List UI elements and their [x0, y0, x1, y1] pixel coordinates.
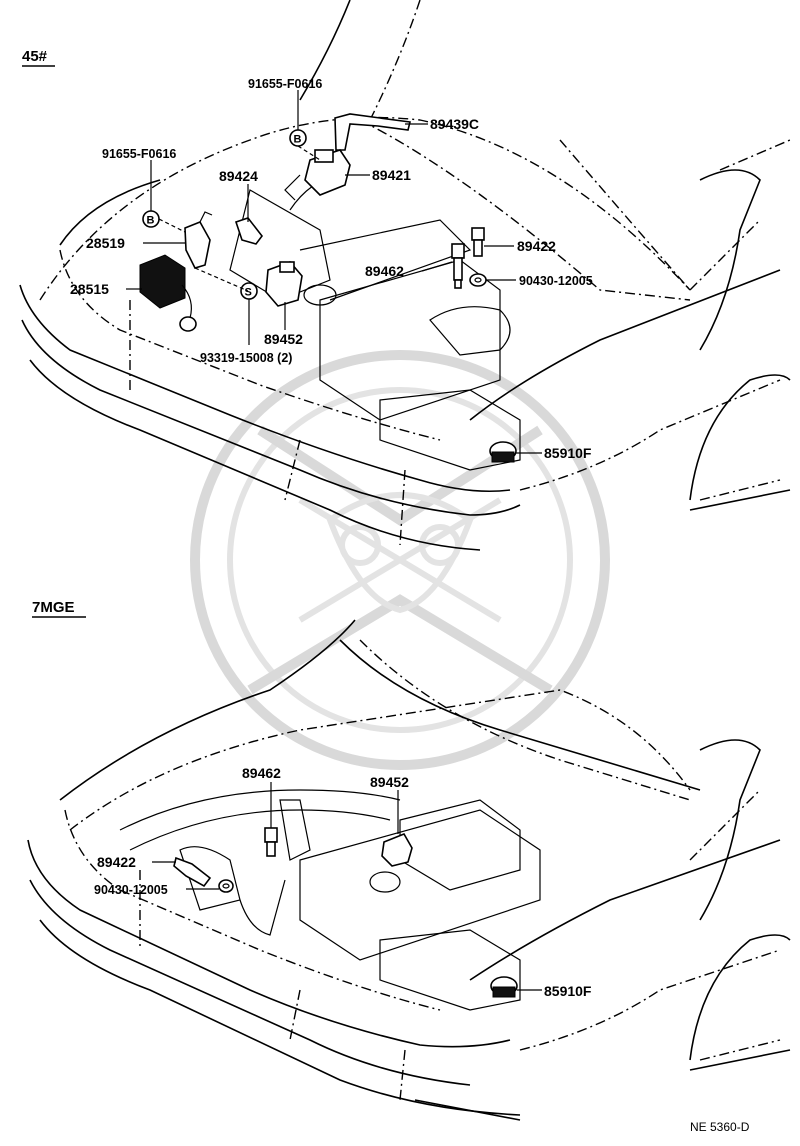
label-93319-15008: 93319-15008 (2): [200, 351, 292, 365]
part-89421-sensor: [284, 149, 351, 201]
part-28515-relay: [139, 254, 197, 332]
part-89462-sensor-bottom: [264, 827, 278, 857]
label-89462-top: 89462: [365, 263, 404, 279]
label-90430-12005-bottom: 90430-12005: [94, 883, 168, 897]
part-89462-sensor-top: [451, 243, 465, 289]
part-85910f-switch-top: [489, 441, 517, 463]
section-45: 45#: [19, 0, 791, 551]
label-90430-12005-top: 90430-12005: [519, 274, 593, 288]
car-body-outline-top: [19, 0, 791, 551]
part-89439c-bracket: [334, 113, 411, 151]
label-89462-bottom: 89462: [242, 765, 281, 781]
label-89424: 89424: [219, 168, 258, 184]
svg-text:B: B: [294, 134, 302, 146]
label-91655-f0616-upper: 91655-F0616: [248, 77, 322, 91]
marker-b-lower: B: [142, 210, 160, 228]
svg-text:B: B: [147, 215, 155, 227]
label-28519: 28519: [86, 235, 125, 251]
label-85910f-top: 85910F: [544, 445, 592, 461]
section-title-7mge: 7MGE: [32, 599, 75, 616]
part-89452-sensor-top: [265, 261, 303, 307]
engine-assembly-top: [229, 174, 521, 471]
svg-text:S: S: [245, 287, 252, 299]
part-89422-sensor-top: [471, 227, 485, 257]
section-7mge: 7MGE: [27, 599, 791, 1121]
label-85910f-bottom: 85910F: [544, 983, 592, 999]
part-89422-sensor-bottom: [173, 856, 212, 888]
car-body-outline-bottom: [27, 619, 791, 1121]
footer-code: NE 5360-D: [690, 1120, 750, 1134]
part-85910f-switch-bottom: [490, 976, 518, 998]
label-89421: 89421: [372, 167, 411, 183]
label-89422-top: 89422: [517, 238, 556, 254]
part-28519-relay: [184, 211, 213, 269]
part-90430-gasket-top: [469, 273, 487, 287]
part-89424-sensor: [234, 217, 264, 245]
label-28515: 28515: [70, 281, 109, 297]
marker-b-upper: B: [289, 129, 307, 147]
label-89439c: 89439C: [430, 116, 479, 132]
leader-lines-top: [126, 90, 542, 454]
part-89452-sensor-bottom: [381, 832, 413, 867]
label-91655-f0616-lower: 91655-F0616: [102, 147, 176, 161]
part-90430-gasket-bottom: [218, 879, 234, 893]
label-89452-top: 89452: [264, 331, 303, 347]
watermark-emblem: [190, 350, 610, 770]
label-89422-bottom: 89422: [97, 854, 136, 870]
leader-lines-bottom: [152, 782, 542, 991]
label-89452-bottom: 89452: [370, 774, 409, 790]
section-title-45: 45#: [22, 48, 48, 65]
engine-assembly-bottom: [119, 789, 541, 1011]
marker-s: S: [240, 282, 258, 300]
